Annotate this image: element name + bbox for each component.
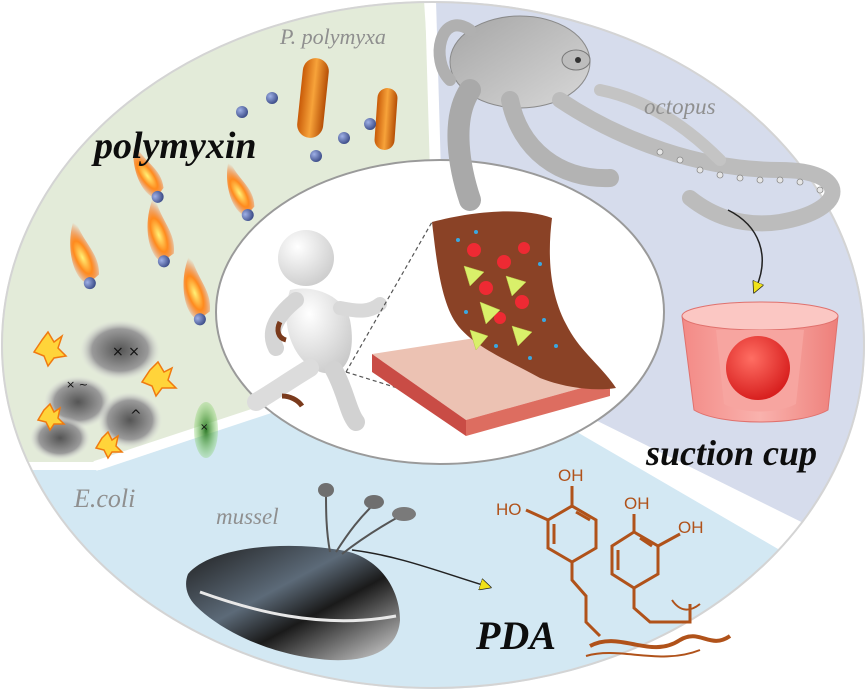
label-pda: PDA — [476, 613, 556, 658]
label-oh-2: OH — [624, 494, 650, 513]
svg-text:×: × — [200, 422, 208, 433]
ecoli-cluster: × × × ~ ^ × — [30, 320, 218, 460]
label-oh-3: OH — [678, 518, 704, 537]
mussel-image — [186, 483, 416, 661]
octopus-image — [433, 15, 841, 232]
bacteria-rod-icon — [297, 58, 398, 150]
svg-text:^: ^ — [130, 408, 142, 424]
label-e-coli: E.coli — [74, 484, 136, 513]
octopus-arrow — [727, 209, 762, 288]
svg-text:× ~: × ~ — [66, 378, 88, 391]
label-mussel: mussel — [216, 504, 279, 529]
mussel-arrow — [351, 549, 486, 586]
label-p-polymyxa: P. polymyxa — [280, 24, 386, 49]
label-octopus: octopus — [644, 94, 716, 119]
adhesive-patch-icon — [432, 211, 616, 390]
suction-cup-icon — [681, 301, 839, 423]
label-polymyxin: polymyxin — [94, 125, 257, 167]
svg-text:× ×: × × — [112, 344, 140, 360]
polymyxin-particles — [236, 92, 376, 162]
label-suction-cup: suction cup — [646, 433, 818, 473]
runner-figure — [247, 230, 387, 431]
label-ho: HO — [496, 500, 522, 519]
label-oh-1: OH — [558, 466, 584, 485]
pda-structure — [525, 486, 732, 658]
flame-particle-icon — [70, 142, 255, 326]
